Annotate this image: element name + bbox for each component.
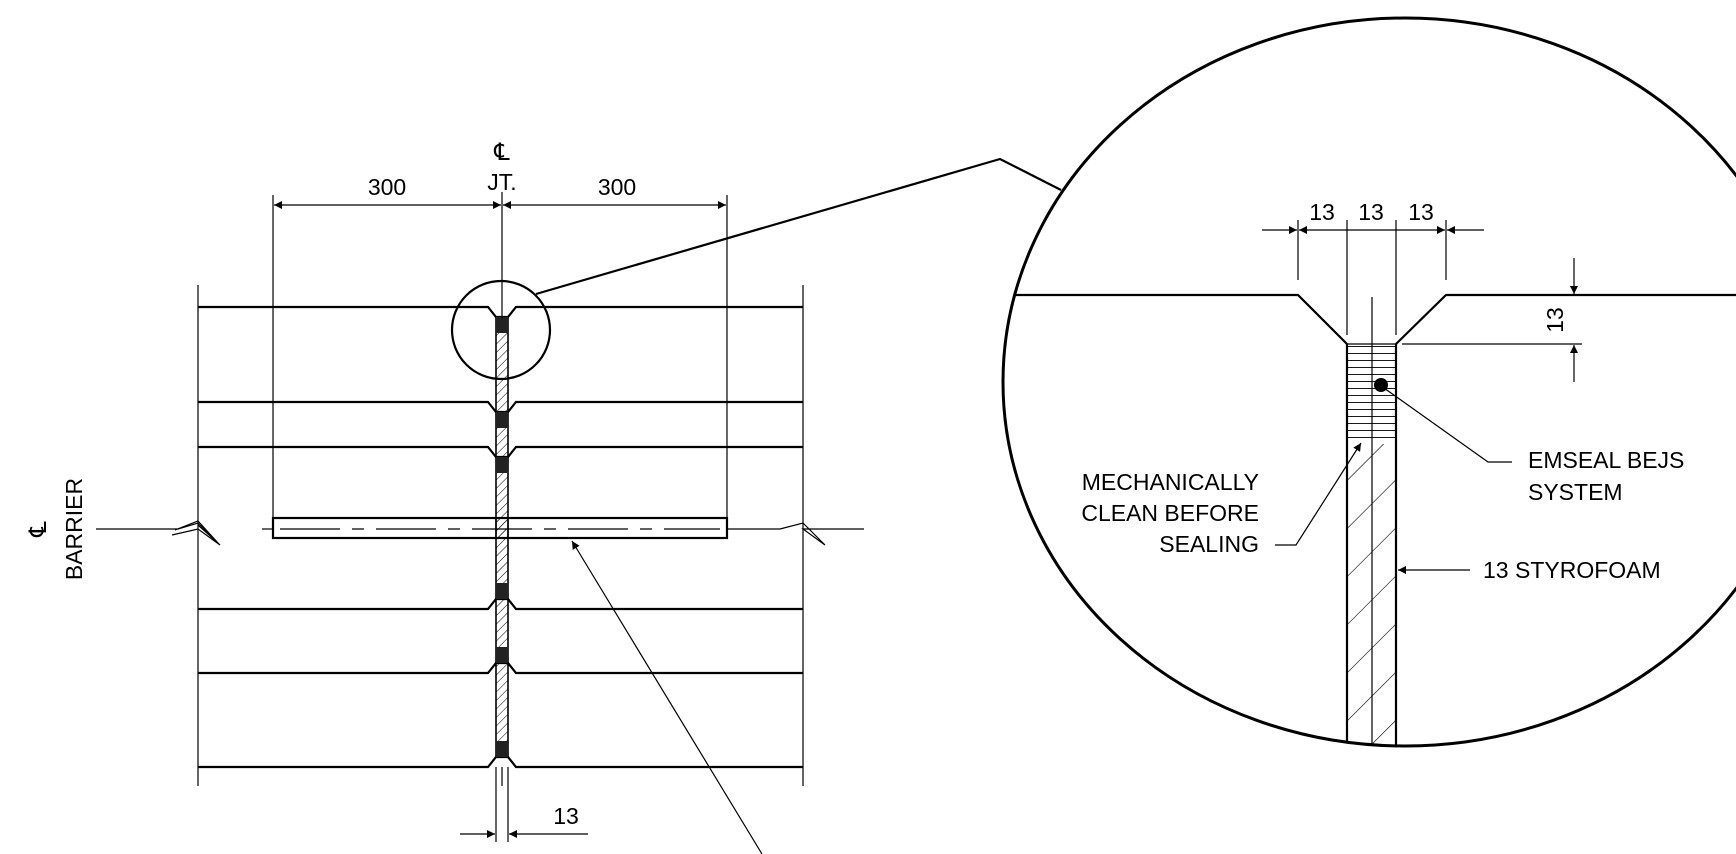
styrofoam-label: 13 STYROFOAM [1483,557,1661,583]
dim-left-300: 300 [368,174,406,200]
cl-joint-symbol: ℄ [493,139,510,166]
seal-block [496,741,508,757]
deck-line-6 [198,755,803,769]
dim-right-300: 300 [598,174,636,200]
emseal-leader [1383,387,1512,463]
dim-joint-width: 13 [553,803,579,829]
plan-view: 300 300 ℄ JT. ℄ BARRIER 13 [25,139,1062,854]
detail-callout-leader [535,157,1062,296]
left-break-line [96,522,221,546]
deck-line-1 [198,305,803,319]
seal-block [496,317,508,333]
seal-block [496,583,508,599]
clean-leader [1275,442,1362,546]
seal-block [496,412,508,428]
joint-strip-over-barrier [495,517,509,539]
cl-barrier-label: BARRIER [61,478,87,580]
cl-joint-label: JT. [487,169,516,195]
clean-label-line3: SEALING [1159,531,1259,557]
dim-top-right: 13 [1408,199,1434,225]
right-break-symbol [745,522,864,546]
left-break-symbol [174,520,219,544]
cl-barrier-symbol: ℄ [25,521,52,538]
dim-top-center: 13 [1358,199,1384,225]
detail-circle [1001,16,1736,748]
enlarged-detail: 13 13 13 13 EMSEAL BEJS SYSTEM MECHANICA… [1001,16,1736,748]
deck-surface-left [1003,293,1348,345]
seal-block [496,457,508,473]
barrier-leader [571,540,763,854]
emseal-label-line1: EMSEAL BEJS [1528,447,1684,473]
clean-label-line2: CLEAN BEFORE [1081,500,1259,526]
seal-block [496,647,508,663]
dim-chamfer-depth: 13 [1542,307,1568,333]
detail-callout-circle [450,279,552,381]
dim-top-left: 13 [1309,199,1335,225]
deck-surface-right [1395,293,1736,345]
emseal-label-line2: SYSTEM [1528,479,1623,505]
clean-label-line1: MECHANICALLY [1082,469,1259,495]
